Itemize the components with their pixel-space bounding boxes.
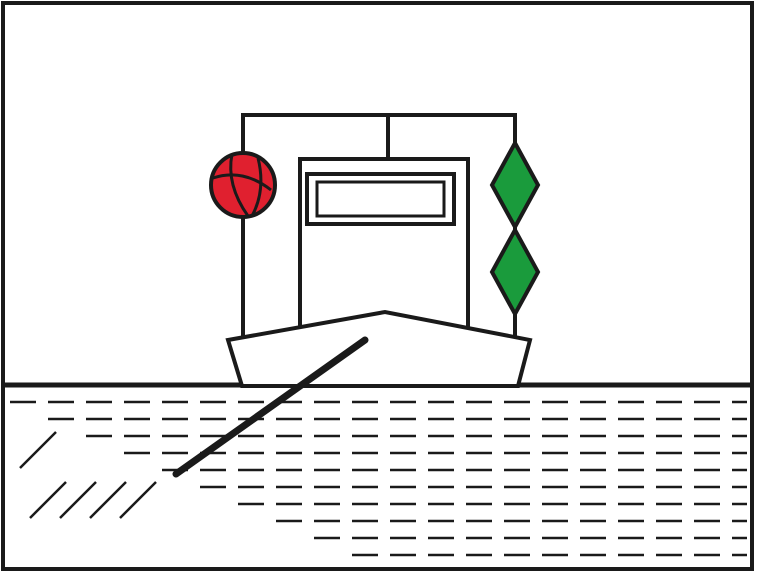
wheelhouse [300, 159, 468, 329]
ball-signal-icon [211, 153, 275, 217]
